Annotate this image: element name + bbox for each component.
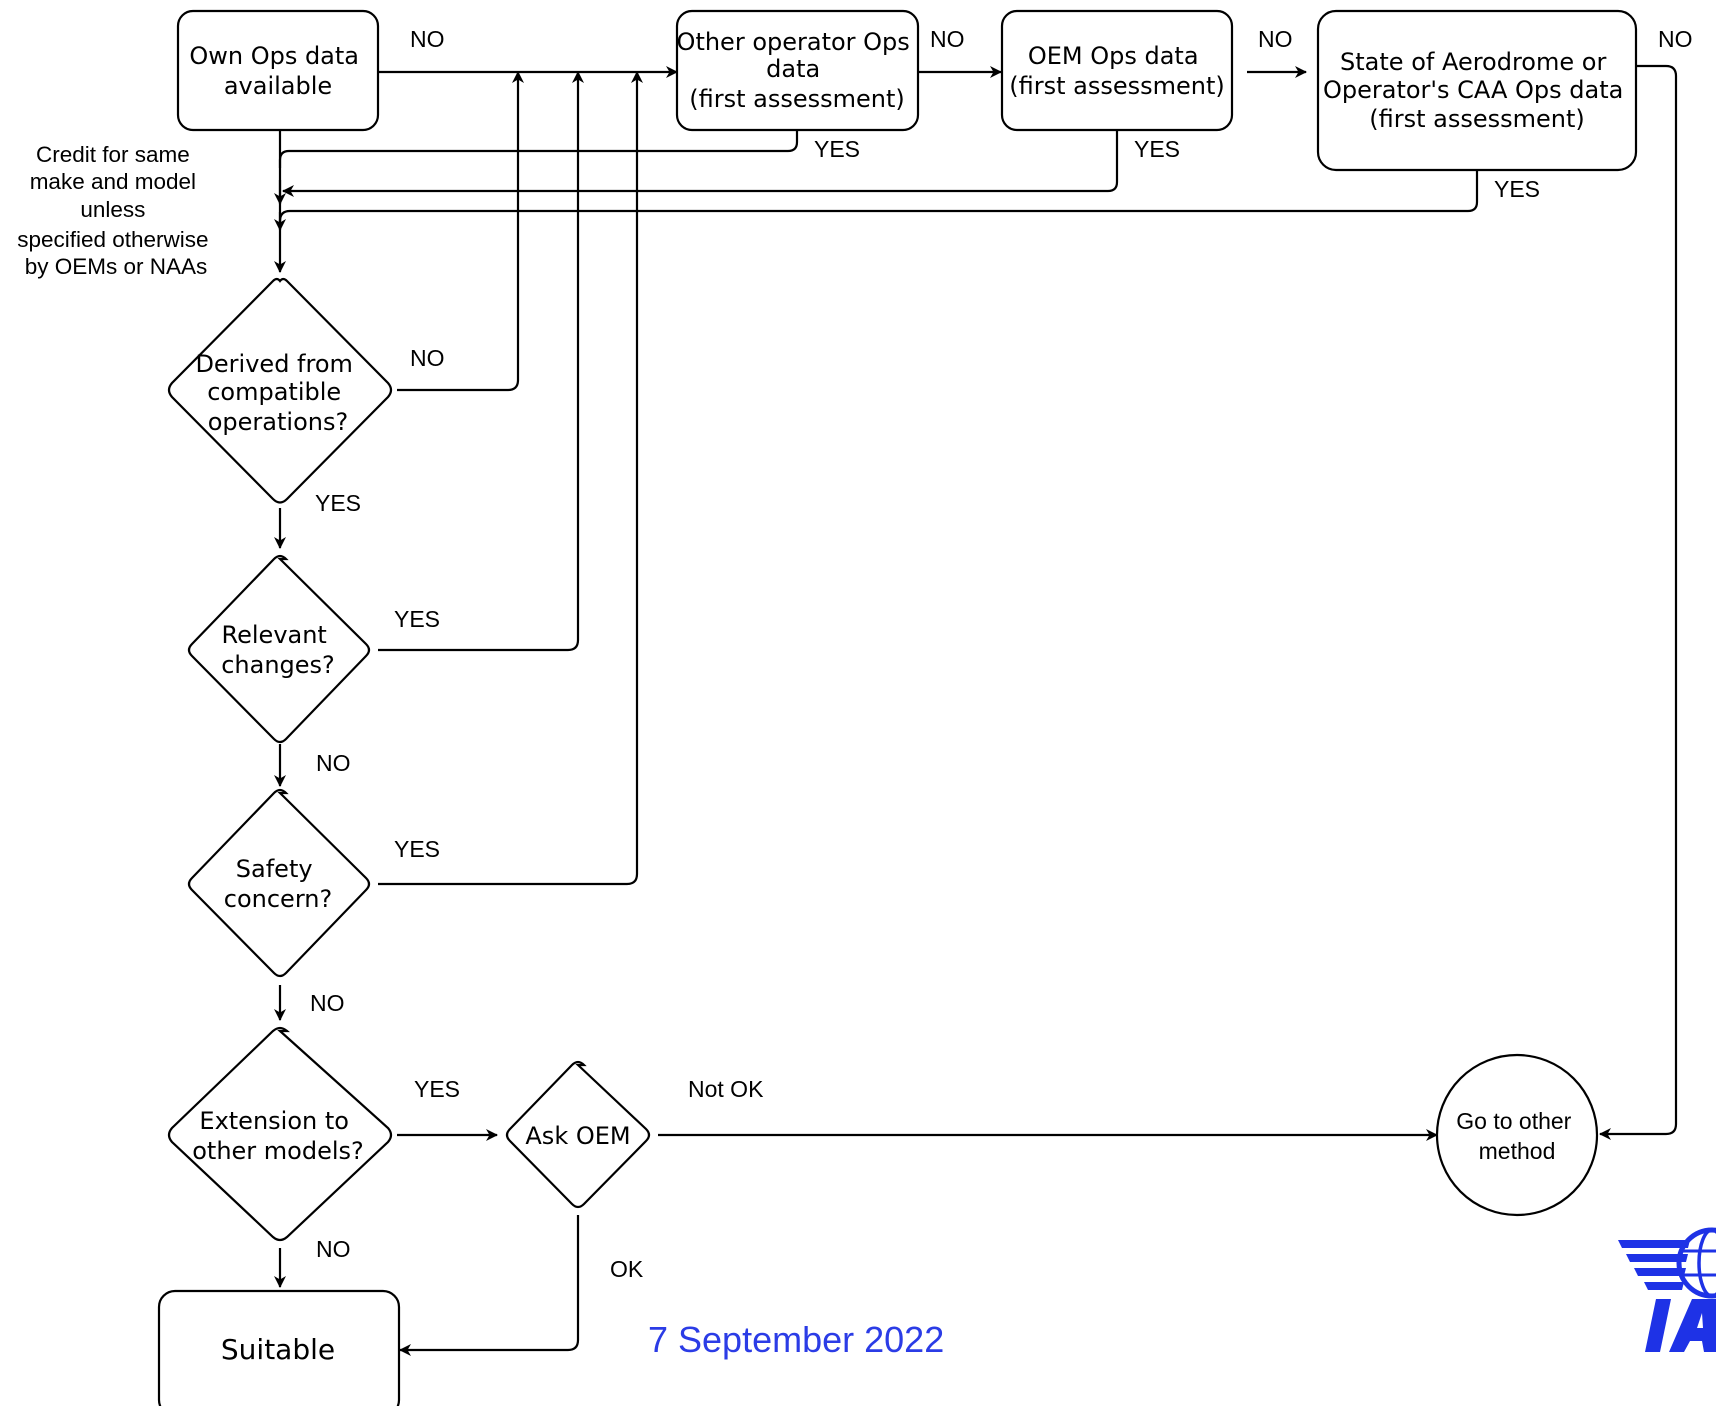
extension-line-2: other models?: [192, 1137, 364, 1165]
edge-labels: NO NO YES NO YES NO YES NO YES YES NO YE…: [310, 26, 1693, 1282]
edge-other-yes: [278, 130, 799, 168]
ask-oem-label: Ask OEM: [525, 1122, 630, 1150]
edge-derived-no: [397, 71, 524, 392]
label-other-yes: YES: [814, 136, 860, 162]
label-oem-yes: YES: [1134, 136, 1180, 162]
label-extension-yes: YES: [414, 1076, 460, 1102]
extension-decision: Extension to other models?: [167, 1026, 393, 1242]
go-other-line-1: Go to other: [1456, 1108, 1571, 1134]
edge-state-yes: [278, 170, 1479, 222]
other-operator-line-3: (first assessment): [689, 85, 905, 113]
edge-relevant-yes: [378, 71, 584, 652]
svg-text:Extension to other model: Extension to other models?: [192, 1107, 364, 1165]
svg-text:Safety concern?: Safety concern?: [224, 855, 332, 913]
svg-text:Ask OEM: Ask OEM: [525, 1122, 630, 1150]
go-other-method-node: Go to other method: [1435, 1053, 1599, 1217]
own-ops-line-1: Own Ops data: [189, 42, 359, 70]
oem-ops-line-1: OEM Ops data: [1028, 42, 1199, 70]
label-other-no: NO: [930, 26, 965, 52]
edge-state-to-go-other: [1599, 64, 1678, 1140]
label-own-no: NO: [410, 26, 445, 52]
svg-text:Go to other method: Go to other method: [1456, 1108, 1577, 1164]
extension-line-1: Extension to: [199, 1107, 349, 1135]
state-caa-line-3: (first assessment): [1369, 105, 1585, 133]
svg-text:OEM Ops data (first asse: OEM Ops data (first assessment): [1009, 42, 1225, 100]
oem-ops-node: OEM Ops data (first assessment): [1000, 9, 1234, 132]
state-caa-node: State of Aerodrome or Operator's CAA Ops…: [1316, 9, 1638, 172]
relevant-changes-decision: Relevant changes?: [187, 554, 371, 744]
label-state-no: NO: [1658, 26, 1693, 52]
label-derived-no: NO: [410, 345, 445, 371]
footer-date: 7 September 2022: [648, 1319, 944, 1360]
other-operator-node: Other operator Ops data (first assessmen…: [675, 9, 920, 132]
note-line-1: Credit for same: [36, 142, 190, 167]
logo-wings-icon: [1618, 1240, 1690, 1290]
label-derived-yes: YES: [315, 490, 361, 516]
label-extension-no: NO: [316, 1236, 351, 1262]
label-oem-no: NO: [1258, 26, 1293, 52]
safety-concern-decision: Safety concern?: [187, 788, 371, 978]
note-line-3: unless: [80, 197, 145, 222]
state-caa-line-1: State of Aerodrome or: [1340, 48, 1606, 76]
derived-decision: Derived from compatible operations?: [167, 277, 393, 504]
suitable-node: Suitable: [157, 1289, 401, 1406]
label-safety-no: NO: [310, 990, 345, 1016]
label-ask-ok: OK: [610, 1256, 644, 1282]
ask-oem-decision: Ask OEM: [505, 1060, 651, 1209]
edge-safety-yes: [378, 71, 643, 886]
safety-line-1: Safety: [236, 855, 313, 883]
svg-text:State of Aerodrome or Op: State of Aerodrome or Operator's CAA Ops…: [1323, 48, 1631, 133]
iata-logo: [1618, 1227, 1716, 1352]
go-other-line-2: method: [1479, 1138, 1556, 1164]
label-ask-not-ok: Not OK: [688, 1076, 764, 1102]
note-line-2: make and model: [30, 169, 196, 194]
label-safety-yes: YES: [394, 836, 440, 862]
svg-text:Relevant changes?: Relevant changes?: [221, 621, 335, 679]
other-operator-line-1: Other operator Ops: [677, 28, 910, 56]
svg-text:Other operator Ops data: Other operator Ops data (first assessmen…: [677, 28, 918, 113]
safety-line-2: concern?: [224, 885, 332, 913]
edge-oem-yes: [282, 130, 1119, 197]
svg-text:Derived from compatible: Derived from compatible operations?: [195, 350, 360, 436]
edges: [274, 64, 1678, 1356]
suitable-label: Suitable: [221, 1333, 335, 1366]
label-relevant-yes: YES: [394, 606, 440, 632]
note-line-5: by OEMs or NAAs: [25, 254, 208, 279]
credit-note: Credit for same make and model unless sp…: [17, 142, 215, 279]
derived-line-1: Derived from: [195, 350, 352, 378]
svg-text:Suitable: Suitable: [221, 1333, 335, 1366]
relevant-line-1: Relevant: [222, 621, 327, 649]
svg-text:Own Ops data available: Own Ops data available: [189, 42, 366, 100]
state-caa-line-2: Operator's CAA Ops data: [1323, 76, 1623, 104]
relevant-line-2: changes?: [221, 651, 335, 679]
other-operator-line-2: data: [766, 55, 820, 83]
label-relevant-no: NO: [316, 750, 351, 776]
derived-line-2: compatible: [207, 378, 341, 406]
label-state-yes: YES: [1494, 176, 1540, 202]
derived-line-3: operations?: [208, 408, 348, 436]
edge-ask-to-suitable: [399, 1215, 580, 1356]
logo-wordmark: [1645, 1299, 1716, 1352]
oem-ops-line-2: (first assessment): [1009, 72, 1225, 100]
logo-globe-icon: [1676, 1227, 1716, 1299]
own-ops-node: Own Ops data available: [176, 9, 380, 132]
own-ops-line-2: available: [224, 72, 332, 100]
note-line-4: specified otherwise: [17, 227, 208, 252]
